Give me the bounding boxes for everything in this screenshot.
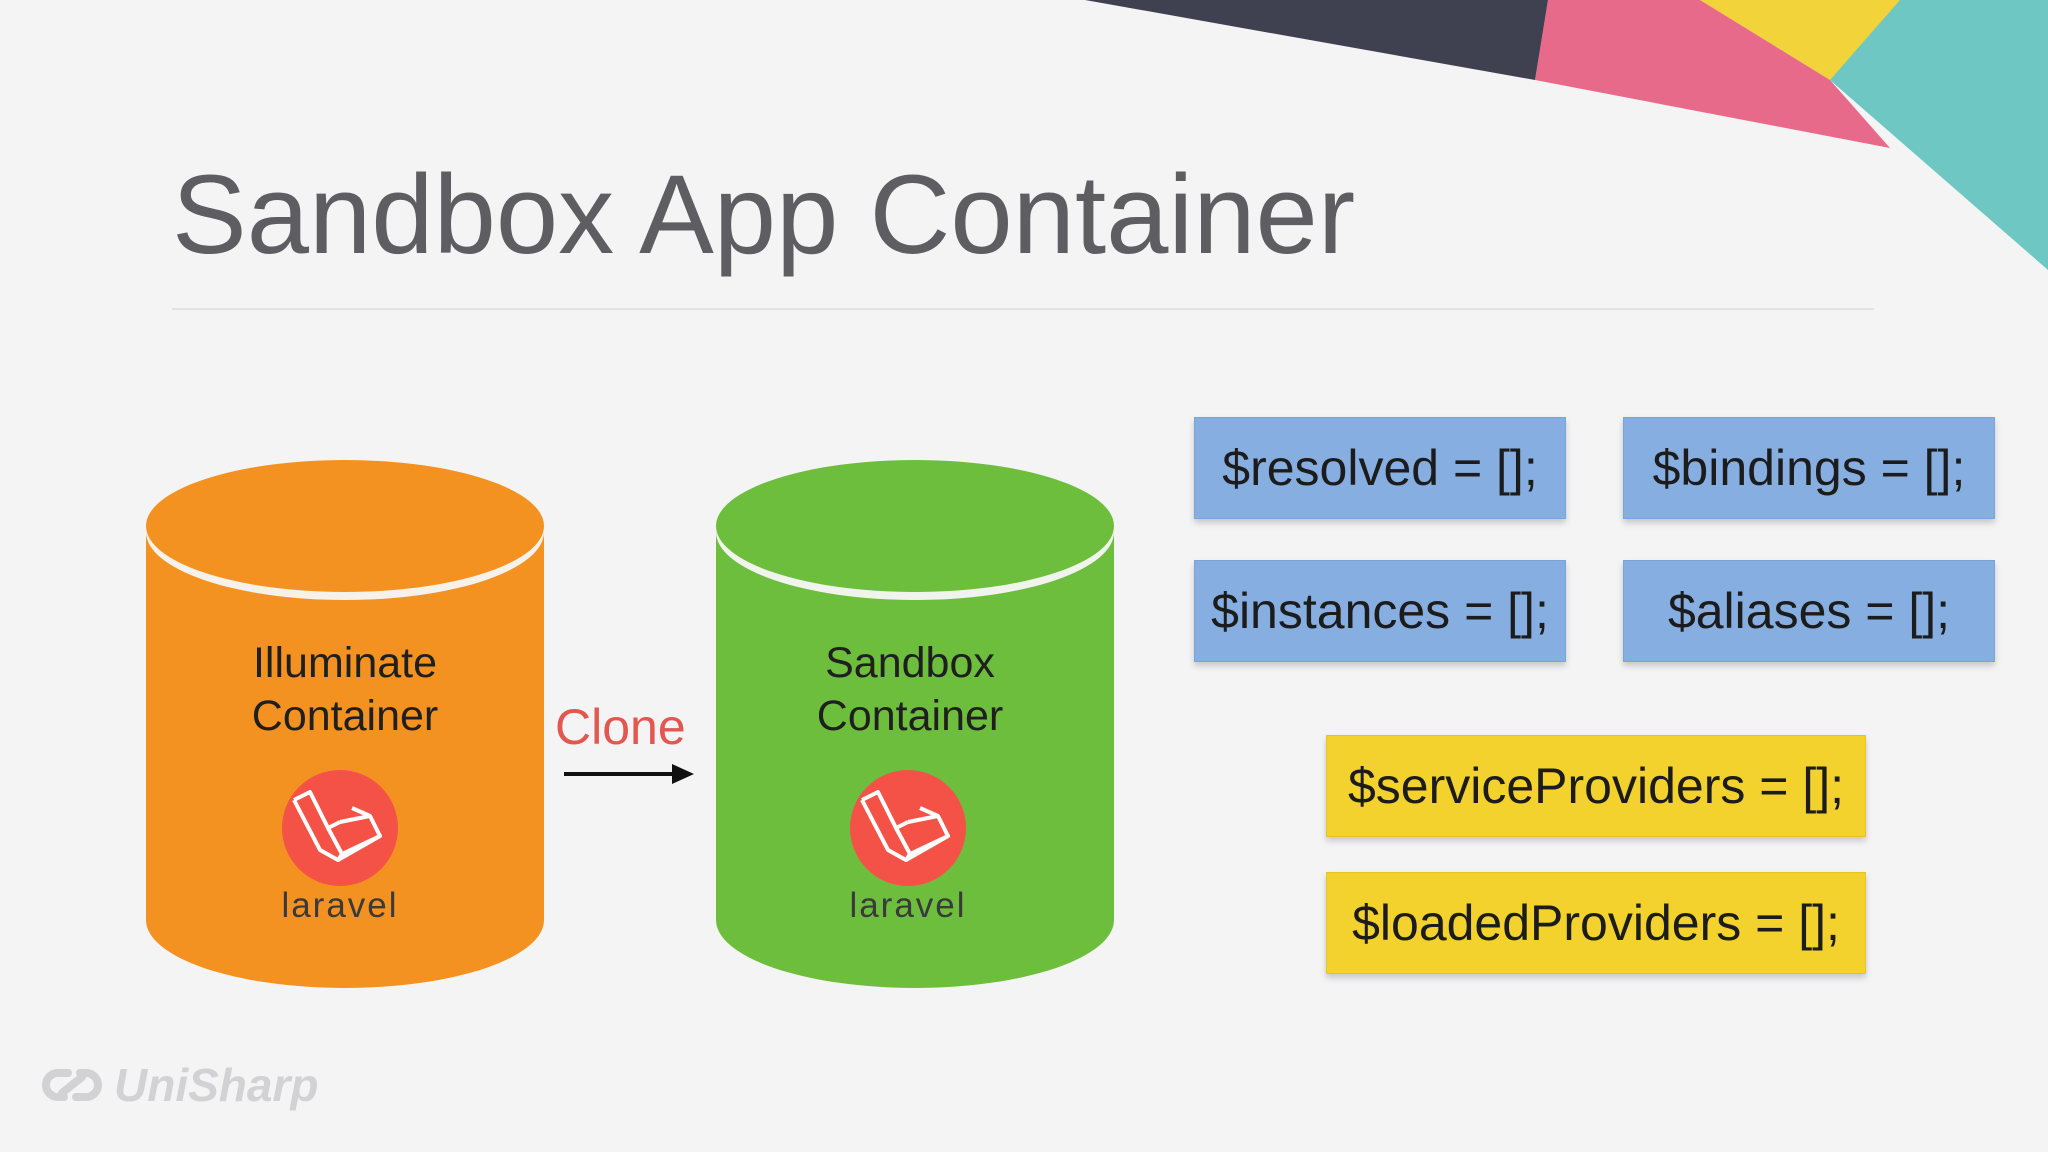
resolved-property-box: $resolved = []; xyxy=(1194,417,1566,519)
sandbox-container-cylinder xyxy=(716,460,1114,988)
illuminate-label-line2: Container xyxy=(251,692,439,740)
sandbox-laravel-text: laravel xyxy=(849,886,967,925)
illuminate-container-cylinder xyxy=(146,460,544,988)
instances-property-box: $instances = []; xyxy=(1194,560,1566,662)
aliases-property-box: $aliases = []; xyxy=(1623,560,1995,662)
stripe-teal xyxy=(1830,0,2048,270)
sandbox-label-line1: Sandbox xyxy=(825,639,995,687)
illuminate-container-label: Illuminate Container xyxy=(150,637,540,743)
stripe-pink xyxy=(1535,0,1890,148)
clone-label: Clone xyxy=(555,699,686,755)
link-chain-icon xyxy=(42,1069,102,1101)
page-title: Sandbox App Container xyxy=(172,152,1356,277)
stripe-yellow xyxy=(1700,0,1900,80)
illuminate-laravel-text: laravel xyxy=(281,886,399,925)
loaded-providers-property-box: $loadedProviders = []; xyxy=(1326,872,1866,974)
service-providers-property-box: $serviceProviders = []; xyxy=(1326,735,1866,837)
clone-arrow-icon xyxy=(564,764,694,784)
unisharp-watermark: UniSharp xyxy=(40,1058,318,1112)
stripe-dark xyxy=(1085,0,1548,80)
laravel-logo-icon xyxy=(850,770,966,886)
bindings-property-box: $bindings = []; xyxy=(1623,417,1995,519)
sandbox-container-label: Sandbox Container xyxy=(715,637,1105,743)
illuminate-label-line1: Illuminate xyxy=(252,639,438,687)
title-divider xyxy=(172,308,1874,310)
sandbox-label-line2: Container xyxy=(816,692,1004,740)
watermark-text: UniSharp xyxy=(114,1059,319,1111)
laravel-logo-icon xyxy=(282,770,398,886)
